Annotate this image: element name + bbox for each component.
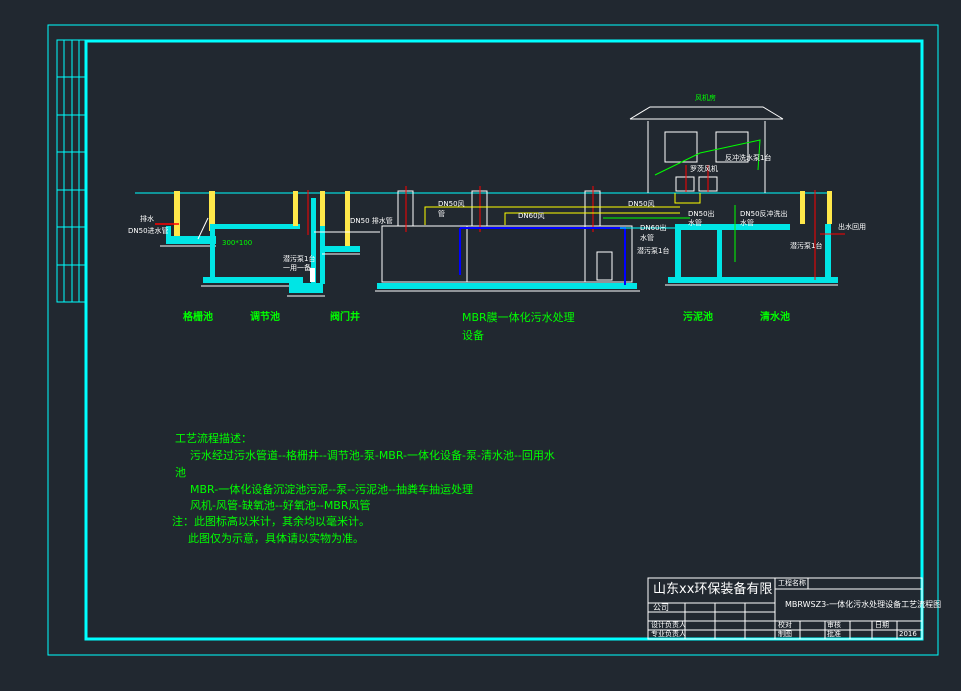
backwash-pump-note: 潜污泵1台 <box>790 242 823 250</box>
dn50-backwash-label-b: 水管 <box>740 219 754 227</box>
tb-cell: 批准 <box>827 630 841 638</box>
discharge-label: 排水 <box>140 215 154 223</box>
dn50-out-label-b: 水管 <box>688 219 702 227</box>
tb-cell: 制图 <box>778 630 792 638</box>
dn50-air-label: DN50风 <box>438 200 465 208</box>
dn60-out-label: DN60出 <box>640 224 667 232</box>
mbr-unit <box>375 186 690 292</box>
tb-cell: 校对 <box>778 621 792 629</box>
note-line-1: 注：此图标高以米计，其余均以毫米计。 <box>172 515 370 528</box>
blower-note: 罗茨风机 <box>690 165 718 173</box>
dn60-out-label-b: 水管 <box>640 234 654 242</box>
note-line-2: 此图仅为示意，具体请以实物为准。 <box>188 532 364 545</box>
company-name-2: 公司 <box>653 603 669 612</box>
pump-note-2: 一用一备 <box>283 264 311 272</box>
title-block-lines <box>647 577 923 640</box>
unit-label-regulating: 调节池 <box>250 312 280 323</box>
description-line-1b: 池 <box>175 466 186 479</box>
sludge-clear-tanks <box>665 190 845 286</box>
unit-label-valve-well: 阀门井 <box>330 312 360 323</box>
fan-room-building <box>629 106 784 204</box>
grid-size-label: 300*100 <box>222 239 253 247</box>
grille-well <box>155 191 216 247</box>
margin-strip <box>56 39 87 303</box>
dn50-out-label: DN50出 <box>688 210 715 218</box>
pump-note-3: 潜污泵1台 <box>637 247 670 255</box>
unit-label-clear-water: 清水池 <box>760 312 790 323</box>
description-line-3: 风机-风管-缺氧池--好氧池--MBR风管 <box>190 499 371 512</box>
tb-cell: 2016 <box>899 630 917 638</box>
unit-label-mbr: MBR膜一体化污水处理 <box>462 311 575 324</box>
inner-border <box>84 39 924 641</box>
tb-cell: 审核 <box>827 621 841 629</box>
valve-well <box>314 191 380 284</box>
dn50-backwash-label: DN50反冲洗出 <box>740 210 788 218</box>
description-title: 工艺流程描述： <box>175 432 252 445</box>
unit-label-grille: 格栅池 <box>183 312 213 323</box>
outer-border <box>47 24 939 656</box>
outlet-label: 出水回用 <box>838 223 866 231</box>
inlet-pipe-label: DN50进水管 <box>128 227 169 235</box>
pump-note: 潜污泵1台 <box>283 255 316 263</box>
unit-label-sludge: 污泥池 <box>683 312 713 323</box>
tb-cell: 专业负责人 <box>651 630 686 638</box>
backwash-note: 反冲洗水泵1台 <box>725 154 772 162</box>
company-name: 山东xx环保装备有限 <box>653 582 773 597</box>
unit-label-mbr-2: 设备 <box>462 329 484 342</box>
dn50-air-label-b: 管 <box>438 210 445 218</box>
dn50-air-2-label: DN50风 <box>628 200 655 208</box>
project-label: 工程名称 <box>778 579 806 587</box>
regulating-tank <box>201 190 325 297</box>
description-line-1: 污水经过污水管道--格栅井--调节池-泵-MBR-一体化设备-泵-清水池--回用… <box>190 449 555 462</box>
dn60-air-label: DN60风 <box>518 212 545 220</box>
fan-room-label: 风机房 <box>695 94 716 102</box>
tb-cell: 日期 <box>875 621 889 629</box>
description-line-2: MBR-一体化设备沉淀池污泥--泵--污泥池--抽粪车抽运处理 <box>190 483 474 496</box>
tb-cell: 设计负责人 <box>651 621 686 629</box>
drawing-title: MBRWSZ3-一体化污水处理设备工艺流程图 <box>785 600 942 609</box>
overflow-pipe-label: DN50 排水管 <box>350 217 393 225</box>
